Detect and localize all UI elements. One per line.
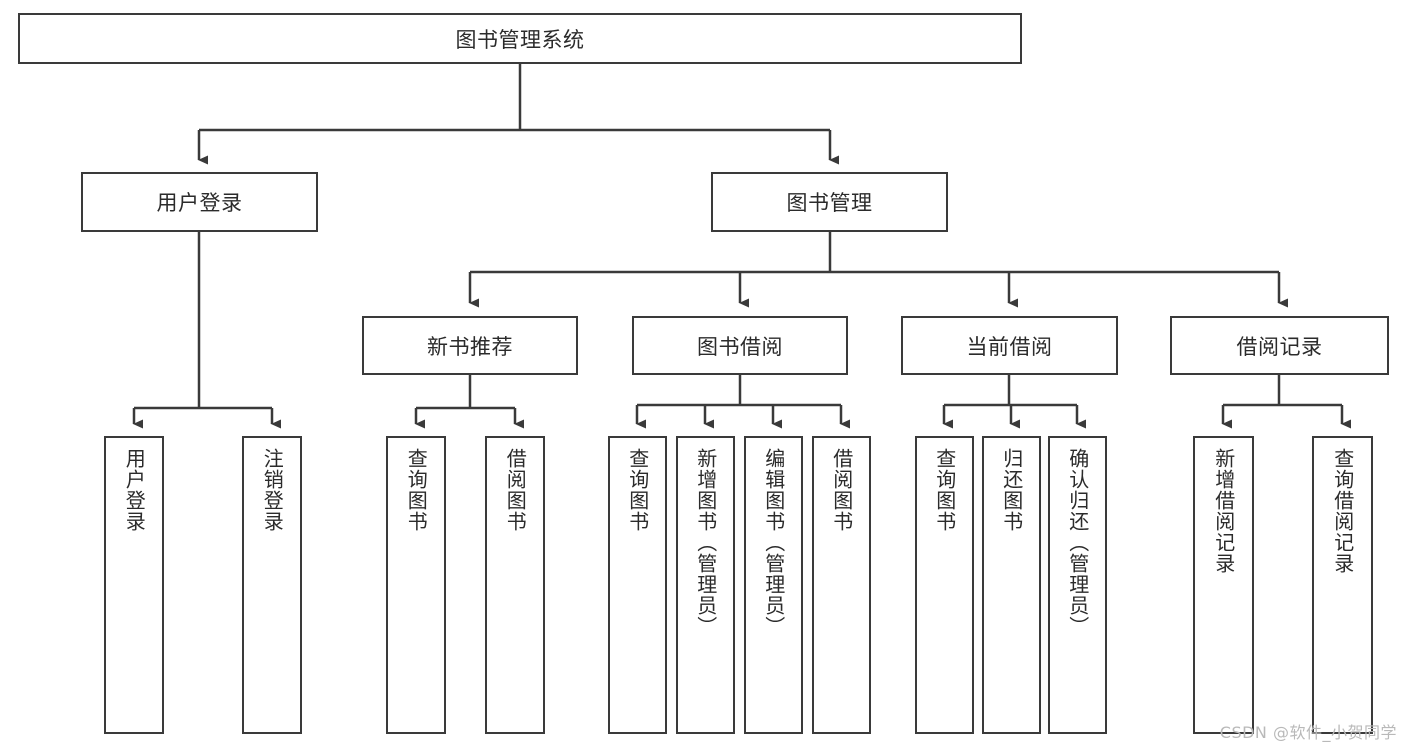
node-label: 当前借阅 xyxy=(966,334,1053,359)
node-label: 图书管理 xyxy=(786,191,873,215)
node-leaf-borrow-book-1[interactable]: 借阅图书 xyxy=(485,436,545,734)
node-label: 用户登录 xyxy=(156,191,243,215)
node-label: 查询借阅记录 xyxy=(1330,448,1355,574)
node-leaf-query-book-3[interactable]: 查询图书 xyxy=(915,436,974,734)
node-label: 借阅图书 xyxy=(503,448,528,532)
node-label: 新书推荐 xyxy=(427,334,513,359)
node-label: 图书管理系统 xyxy=(455,27,585,52)
node-label: 查询图书 xyxy=(404,448,429,532)
node-leaf-user-login[interactable]: 用户登录 xyxy=(104,436,164,734)
node-user-login[interactable]: 用户登录 xyxy=(81,172,318,232)
node-leaf-borrow-book-2[interactable]: 借阅图书 xyxy=(812,436,871,734)
node-current-borrow[interactable]: 当前借阅 xyxy=(901,316,1118,375)
node-label: 注销登录 xyxy=(260,448,285,532)
node-label: 借阅记录 xyxy=(1236,334,1323,359)
node-label: 确认归还（管理员） xyxy=(1065,448,1090,637)
node-label: 查询图书 xyxy=(932,448,957,532)
node-leaf-query-book-1[interactable]: 查询图书 xyxy=(386,436,446,734)
node-book-borrow[interactable]: 图书借阅 xyxy=(632,316,848,375)
node-label: 新增借阅记录 xyxy=(1211,448,1236,574)
node-leaf-add-book[interactable]: 新增图书（管理员） xyxy=(676,436,735,734)
node-leaf-edit-book[interactable]: 编辑图书（管理员） xyxy=(744,436,803,734)
node-leaf-return-book[interactable]: 归还图书 xyxy=(982,436,1041,734)
node-leaf-user-logout[interactable]: 注销登录 xyxy=(242,436,302,734)
node-label: 编辑图书（管理员） xyxy=(761,448,786,637)
node-leaf-confirm-return[interactable]: 确认归还（管理员） xyxy=(1048,436,1107,734)
node-label: 归还图书 xyxy=(999,448,1024,532)
node-label: 借阅图书 xyxy=(829,448,854,532)
node-label: 用户登录 xyxy=(122,448,147,532)
node-leaf-add-borrow-record[interactable]: 新增借阅记录 xyxy=(1193,436,1254,734)
node-leaf-query-borrow-record[interactable]: 查询借阅记录 xyxy=(1312,436,1373,734)
node-borrow-record[interactable]: 借阅记录 xyxy=(1170,316,1389,375)
node-book-management-system[interactable]: 图书管理系统 xyxy=(18,13,1022,64)
node-label: 新增图书（管理员） xyxy=(693,448,718,637)
node-leaf-query-book-2[interactable]: 查询图书 xyxy=(608,436,667,734)
node-label: 图书借阅 xyxy=(697,334,783,359)
node-new-book-recommend[interactable]: 新书推荐 xyxy=(362,316,578,375)
node-book-management[interactable]: 图书管理 xyxy=(711,172,948,232)
node-label: 查询图书 xyxy=(625,448,650,532)
